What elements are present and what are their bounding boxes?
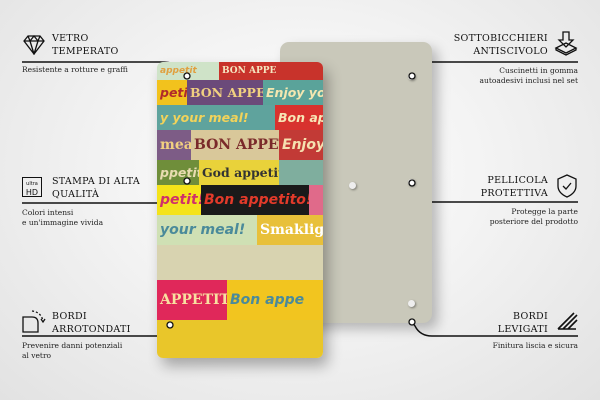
press-down-icon bbox=[554, 31, 578, 56]
artwork-text bbox=[157, 245, 323, 280]
feature-title: VETRO bbox=[52, 33, 89, 44]
artwork-stripe: y your meal!Bon app bbox=[157, 105, 323, 130]
smooth-edge-icon bbox=[557, 312, 578, 330]
artwork-text: Bon appetito! bbox=[201, 185, 309, 215]
icon-text: HD bbox=[25, 188, 39, 197]
artwork-text: appetit bbox=[157, 62, 219, 80]
feature-title: SOTTOBICCHIERI bbox=[453, 33, 548, 44]
feature-title: LEVIGATI bbox=[497, 324, 548, 335]
artwork-stripe bbox=[157, 320, 323, 358]
rubber-pad bbox=[408, 300, 415, 307]
feature-description: Finitura liscia e sicura bbox=[492, 341, 578, 350]
feature-description: al vetro bbox=[22, 351, 52, 360]
artwork-text bbox=[157, 320, 323, 358]
feature-title: TEMPERATO bbox=[52, 46, 119, 57]
artwork-text: Bon appe bbox=[227, 280, 323, 320]
artwork-text: APPETIT! bbox=[157, 280, 227, 320]
shield-check-icon bbox=[557, 174, 577, 198]
feature-title: BORDI bbox=[52, 311, 87, 322]
icon-text: ultra bbox=[26, 181, 38, 187]
feature-description: Resistente a rotture e graffi bbox=[22, 65, 128, 74]
feature-description: posteriore del prodotto bbox=[489, 217, 578, 226]
artwork-text: BON APPETIT! bbox=[187, 80, 263, 105]
feature-description: Cuscinetti in gomma bbox=[499, 66, 578, 75]
feature-description: e un'immagine vivida bbox=[22, 218, 104, 227]
feature-description: Colori intensi bbox=[22, 208, 74, 217]
feature-title: STAMPA DI ALTA bbox=[52, 176, 140, 187]
artwork-stripe bbox=[157, 245, 323, 280]
artwork-text: petit! bbox=[157, 185, 201, 215]
artwork-text: Enjoy bbox=[279, 130, 323, 160]
feature-title: PELLICOLA bbox=[487, 175, 548, 186]
artwork-text: petit! bbox=[157, 80, 187, 105]
artwork-text: BON APPETIT! bbox=[191, 130, 279, 160]
artwork-text: your meal! bbox=[157, 215, 257, 245]
artwork-text bbox=[279, 160, 323, 185]
artwork-text bbox=[309, 185, 323, 215]
feature-description: autoadesivi inclusi nel set bbox=[479, 76, 578, 85]
artwork-text: Smaklig bbox=[257, 215, 323, 245]
feature-title: PROTETTIVA bbox=[480, 188, 548, 199]
artwork-stripe: APPETIT!Bon appe bbox=[157, 280, 323, 320]
feature-description: Protegge la parte bbox=[511, 207, 578, 216]
feature-description: Prevenire danni potenziali bbox=[22, 341, 123, 350]
artwork-stripe: your meal!Smaklig bbox=[157, 215, 323, 245]
artwork-text: Bon app bbox=[275, 105, 323, 130]
rubber-pad bbox=[349, 182, 356, 189]
feature-title: BORDI bbox=[513, 311, 548, 322]
artwork-text: ppetit bbox=[157, 160, 199, 185]
artwork-text: BON APPE bbox=[219, 62, 323, 80]
artwork-stripe: petit!BON APPETIT!Enjoy you bbox=[157, 80, 323, 105]
feature-title: QUALITÀ bbox=[52, 189, 100, 200]
feature-title: ARROTONDATI bbox=[52, 324, 131, 335]
artwork-text: God appetit! bbox=[199, 160, 279, 185]
diamond-icon bbox=[23, 35, 45, 55]
artwork-text: meal! bbox=[157, 130, 191, 160]
artwork-text: y your meal! bbox=[157, 105, 275, 130]
artwork-stripe: petit!Bon appetito! bbox=[157, 185, 323, 215]
artwork-text: Enjoy you bbox=[263, 80, 323, 105]
feature-title: ANTISCIVOLO bbox=[473, 46, 548, 57]
rounded-corner-icon bbox=[22, 310, 46, 333]
artwork-stripe: meal!BON APPETIT!Enjoy bbox=[157, 130, 323, 160]
